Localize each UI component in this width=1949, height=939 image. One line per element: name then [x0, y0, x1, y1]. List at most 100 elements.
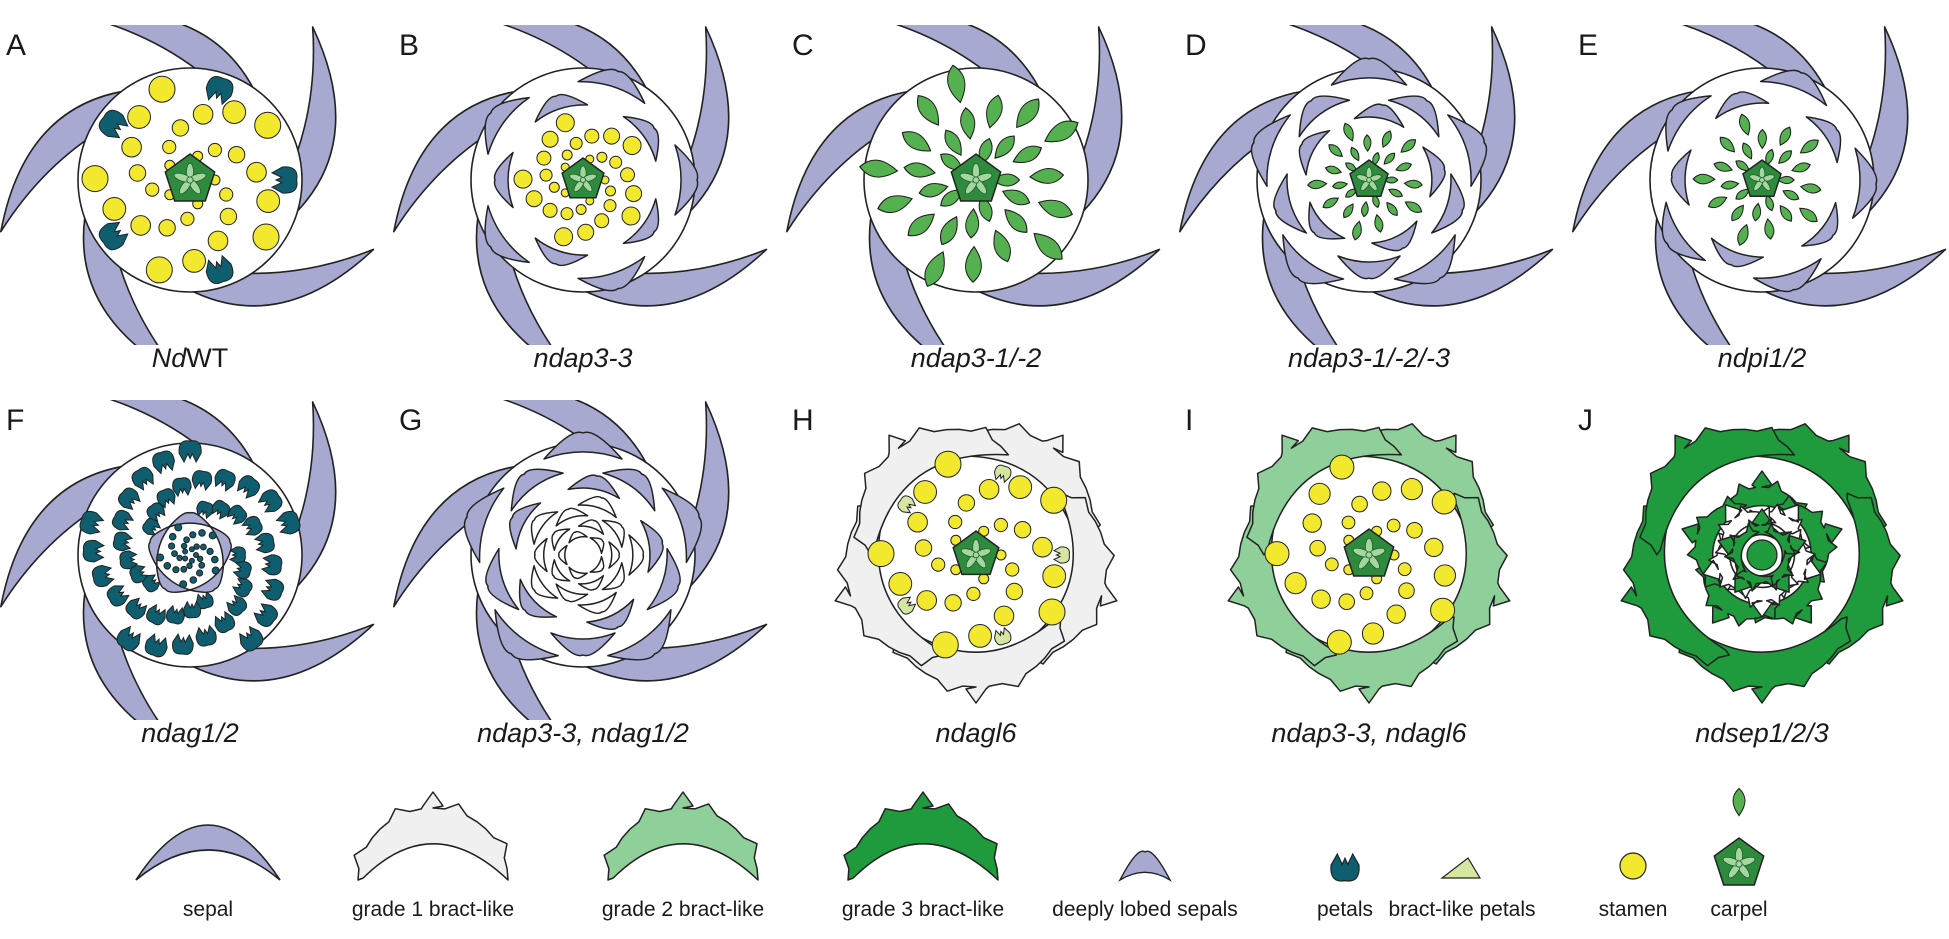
petal — [131, 466, 154, 491]
lobed-sepal — [568, 566, 588, 580]
stamen — [1372, 481, 1392, 501]
stamen — [916, 590, 937, 611]
petal — [993, 464, 1012, 484]
panel-letter: B — [399, 29, 420, 62]
petal-small — [188, 546, 195, 553]
carpel — [561, 157, 605, 199]
petal — [993, 626, 1012, 646]
ovule-organ — [1383, 152, 1396, 165]
ovule-organ — [1757, 128, 1768, 150]
panel-letter: C — [792, 29, 814, 62]
petal-small — [182, 555, 189, 562]
caption-italic-part: ndap3-1/-2/-3 — [1287, 343, 1451, 373]
petal — [98, 109, 129, 139]
petal-small — [174, 523, 183, 532]
ovule-organ — [1328, 144, 1343, 158]
bract-organ — [1717, 522, 1760, 577]
lobed-sepal — [1710, 237, 1764, 268]
caption-italic-part: ndap3-1/-2 — [910, 343, 1042, 373]
ovule-organ — [859, 159, 899, 178]
lobed-sepal — [1250, 114, 1291, 188]
lobed-sepal — [1273, 173, 1308, 234]
stamen — [1386, 604, 1406, 624]
stamen — [254, 111, 282, 139]
ovule-organ — [1400, 139, 1417, 153]
lobed-sepal — [586, 598, 635, 631]
petal — [228, 546, 246, 564]
panel-j: J ndsep1/2/3 — [1572, 400, 1949, 760]
lobed-sepal — [567, 474, 621, 500]
stamen — [542, 202, 558, 218]
stamen — [158, 219, 176, 237]
bract-symbol — [353, 791, 509, 881]
stamen — [252, 223, 280, 251]
petal — [152, 450, 176, 475]
ovule-organ — [944, 129, 962, 157]
carpel — [1343, 528, 1395, 577]
stamen — [554, 227, 574, 247]
stamen — [560, 207, 574, 221]
petal — [214, 468, 236, 492]
ovule-organ — [1791, 162, 1811, 173]
bract-symbol — [603, 791, 759, 881]
stamen — [555, 113, 575, 133]
lobed-sepal — [530, 565, 559, 599]
legend-symbol — [353, 791, 509, 881]
ovule-organ — [1720, 180, 1740, 190]
petal-small — [180, 565, 188, 573]
petal — [195, 624, 217, 647]
ovule-organ — [1732, 787, 1746, 817]
legend-symbol — [603, 791, 759, 881]
petal-small — [206, 547, 214, 555]
panel-h: H ndagl6 — [786, 400, 1166, 760]
lobed-sepal — [1665, 95, 1712, 152]
stamen — [219, 187, 234, 202]
petal — [82, 539, 106, 563]
legend-item-grade3: grade 3 bract-like — [818, 780, 1028, 939]
stamen-symbol — [1619, 852, 1647, 880]
ovule-organ — [1692, 173, 1716, 185]
petal — [253, 532, 275, 554]
floral-disk — [77, 442, 303, 668]
lobed-sepal — [484, 96, 530, 155]
stamen — [256, 189, 281, 214]
ovule-organ — [1306, 179, 1328, 190]
bract-petal-symbol — [1440, 857, 1482, 879]
ovule-organ — [1374, 213, 1384, 233]
lobed-sepal — [608, 541, 621, 569]
ovule-organ — [1029, 167, 1065, 184]
ovule-organ — [1037, 199, 1074, 218]
legend-label: sepal — [182, 898, 234, 921]
ovule-organ — [960, 107, 976, 140]
lobed-sepal — [551, 559, 571, 582]
ovule-organ — [1395, 162, 1413, 172]
caption-italic-part: ndap3-3 — [533, 343, 633, 373]
lobed-sepal — [622, 115, 660, 162]
lobed-sepal — [530, 511, 559, 545]
legend: sepal grade 1 bract-like grade 2 bract-l… — [0, 780, 1949, 939]
ovule-organ — [993, 229, 1011, 263]
ovule-organ — [1386, 201, 1398, 216]
ovule-organ — [1001, 189, 1031, 206]
ovule-organ — [1719, 136, 1736, 153]
stamen — [1430, 597, 1456, 623]
petal — [241, 515, 263, 536]
flower-diagram — [1572, 25, 1947, 345]
lobed-sepal — [1308, 201, 1346, 240]
stamen — [1264, 541, 1290, 567]
petal — [275, 510, 301, 535]
stamen — [561, 149, 573, 161]
petal — [226, 594, 248, 617]
ovule-organ — [939, 215, 958, 246]
panel-letter: G — [399, 404, 423, 437]
petal — [79, 510, 105, 535]
petal-small — [183, 536, 191, 544]
bract-organ — [1335, 423, 1495, 556]
lobed-sepal — [646, 547, 681, 611]
lobed-sepal — [508, 502, 542, 550]
stamen — [966, 586, 981, 601]
ovule-organ — [1738, 113, 1751, 136]
legend-symbol — [1713, 787, 1765, 886]
stamen — [182, 249, 207, 273]
carpel-symbol — [1713, 837, 1765, 886]
